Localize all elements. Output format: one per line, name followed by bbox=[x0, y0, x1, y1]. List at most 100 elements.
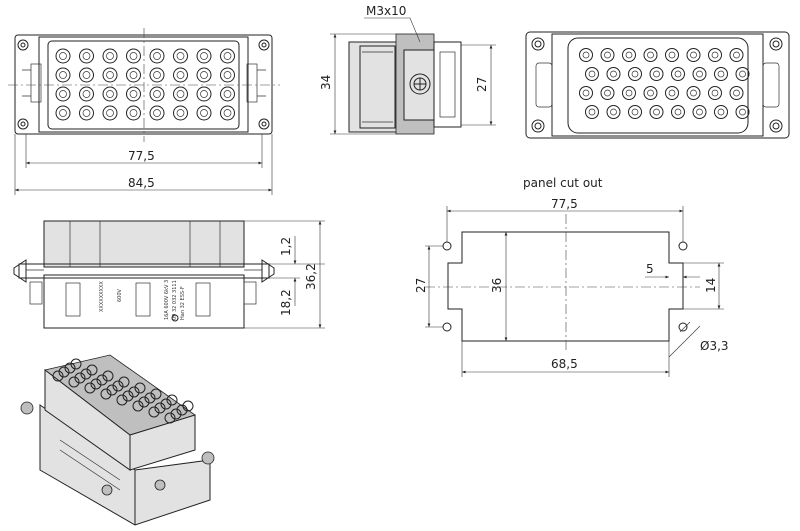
contact-socket-icon bbox=[692, 105, 707, 119]
contact-socket-icon bbox=[182, 400, 194, 412]
contact-socket-icon bbox=[220, 48, 235, 64]
contact-socket-icon bbox=[686, 48, 701, 62]
mounting-screw-icon bbox=[17, 39, 270, 130]
contact-pin-icon bbox=[59, 90, 67, 98]
contact-socket-icon bbox=[79, 105, 94, 121]
screw-icon bbox=[409, 73, 431, 95]
contact-pin-icon bbox=[223, 71, 232, 79]
contact-pin-icon bbox=[625, 51, 633, 59]
contact-pin-icon bbox=[223, 90, 232, 98]
contact-pin-icon bbox=[653, 70, 660, 78]
label-screw-size: M3x10 bbox=[366, 4, 406, 18]
contact-socket-icon bbox=[126, 67, 141, 83]
contact-socket-icon bbox=[173, 86, 188, 102]
contact-pin-icon bbox=[106, 52, 114, 60]
contact-pin-icon bbox=[733, 89, 740, 97]
contact-pin-icon bbox=[200, 109, 208, 117]
isometric-view bbox=[20, 354, 215, 526]
contact-pin-icon bbox=[739, 70, 746, 78]
contact-socket-icon bbox=[735, 67, 750, 81]
side-view: M3x10 34 27 bbox=[319, 4, 496, 135]
contact-pin-icon bbox=[690, 51, 697, 59]
product-serial: XXXXXXXXX bbox=[99, 281, 105, 312]
contact-socket-icon bbox=[122, 390, 134, 402]
dim-bottom-h2: 18,2 bbox=[279, 289, 293, 316]
contact-socket-icon bbox=[166, 394, 178, 406]
contact-socket-icon bbox=[173, 105, 188, 121]
contact-pin-icon bbox=[129, 71, 138, 79]
dim-hole-diameter: Ø3,3 bbox=[700, 339, 729, 353]
contact-socket-icon bbox=[68, 376, 80, 388]
contact-pin-icon bbox=[733, 51, 740, 59]
contact-pin-icon bbox=[625, 89, 633, 97]
contact-pin-icon bbox=[153, 109, 161, 117]
contact-socket-icon bbox=[134, 382, 146, 394]
contact-grid bbox=[55, 48, 235, 121]
contact-socket-icon bbox=[149, 67, 165, 83]
contact-pin-icon bbox=[176, 71, 185, 79]
contact-socket-icon bbox=[102, 67, 118, 83]
contact-socket-icon bbox=[196, 48, 212, 64]
contact-socket-icon bbox=[138, 396, 150, 408]
contact-socket-icon bbox=[671, 67, 685, 81]
contact-socket-icon bbox=[86, 364, 98, 376]
contact-socket-icon bbox=[196, 86, 212, 102]
contact-socket-icon bbox=[622, 86, 636, 100]
contact-pin-icon bbox=[610, 108, 617, 116]
contact-pin-icon bbox=[717, 70, 725, 78]
contact-pin-icon bbox=[717, 108, 725, 116]
dim-side-height-inner: 27 bbox=[475, 77, 489, 92]
contact-pin-icon bbox=[200, 90, 208, 98]
contact-socket-icon bbox=[606, 67, 621, 81]
contact-socket-icon bbox=[74, 372, 86, 384]
contact-pin-icon bbox=[588, 108, 596, 116]
contact-socket-icon bbox=[164, 412, 176, 424]
contact-pin-icon bbox=[59, 71, 67, 79]
contact-socket-icon bbox=[196, 67, 212, 83]
bottom-view: Han 32 ESS-F 09 32 032 3111 16A 600V 6kV… bbox=[13, 220, 325, 329]
contact-socket-icon bbox=[144, 392, 156, 404]
contact-socket-icon bbox=[79, 67, 94, 83]
contact-socket-icon bbox=[52, 370, 64, 382]
mounting-screw-icon bbox=[531, 37, 783, 133]
contact-pin-icon bbox=[647, 51, 654, 59]
contact-socket-icon bbox=[70, 358, 82, 370]
contact-pin-icon bbox=[82, 52, 91, 60]
contact-pin-icon bbox=[582, 51, 590, 59]
contact-socket-icon bbox=[649, 67, 664, 81]
contact-socket-icon bbox=[170, 408, 182, 420]
contact-pin-icon bbox=[176, 90, 185, 98]
contact-pin-icon bbox=[631, 108, 639, 116]
contact-socket-icon bbox=[600, 86, 615, 100]
dim-side-height-outer: 34 bbox=[319, 75, 333, 90]
contact-pin-icon bbox=[647, 89, 654, 97]
dim-cutout-notch-height: 14 bbox=[704, 278, 718, 293]
contact-socket-icon bbox=[132, 400, 144, 412]
contact-socket-icon bbox=[106, 384, 118, 396]
contact-socket-icon bbox=[173, 67, 188, 83]
logo-icon bbox=[171, 314, 179, 322]
contact-pin-icon bbox=[696, 70, 703, 78]
contact-pin-icon bbox=[604, 89, 611, 97]
contact-pin-icon bbox=[674, 108, 682, 116]
contact-socket-icon bbox=[149, 105, 165, 121]
contact-socket-icon bbox=[55, 86, 71, 102]
contact-pin-icon bbox=[176, 109, 185, 117]
contact-pin-icon bbox=[200, 52, 208, 60]
contact-socket-icon bbox=[671, 105, 685, 119]
contact-socket-icon bbox=[126, 48, 141, 64]
contact-pin-icon bbox=[610, 70, 617, 78]
rear-view bbox=[525, 31, 790, 139]
contact-pin-icon bbox=[631, 70, 639, 78]
contact-pin-icon bbox=[690, 89, 697, 97]
dim-cutout-inner-height: 36 bbox=[490, 278, 504, 293]
contact-socket-icon bbox=[643, 86, 658, 100]
contact-socket-icon bbox=[79, 48, 94, 64]
contact-socket-icon bbox=[735, 105, 750, 119]
contact-socket-icon bbox=[729, 86, 744, 100]
dim-front-outer-width: 84,5 bbox=[128, 176, 155, 190]
contact-pin-icon bbox=[129, 109, 138, 117]
contact-socket-icon bbox=[55, 105, 71, 121]
dim-cutout-top-width: 77,5 bbox=[551, 197, 578, 211]
